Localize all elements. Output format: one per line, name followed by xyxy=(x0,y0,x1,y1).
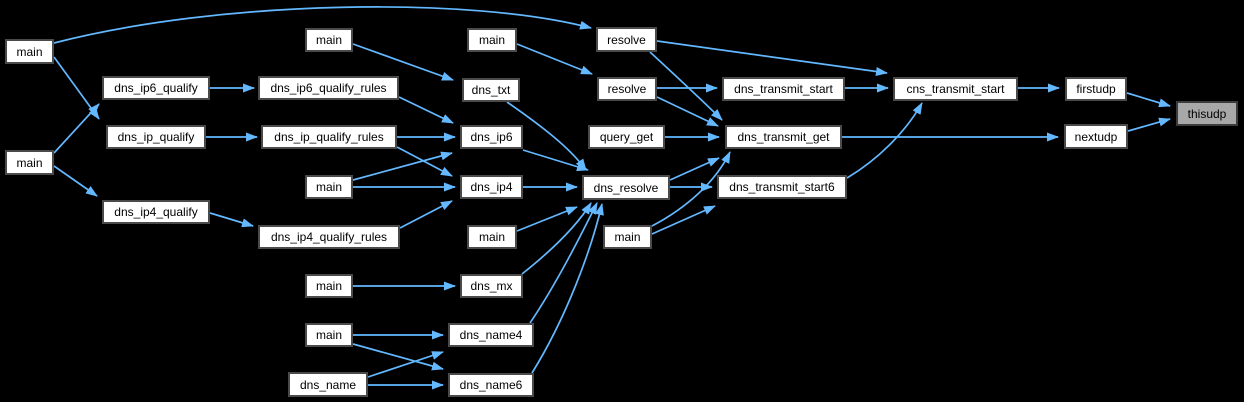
node-main-2[interactable]: main xyxy=(5,150,54,175)
edge-dns_name4-dns_resolve xyxy=(529,202,598,324)
node-dns-transmit-start[interactable]: dns_transmit_start xyxy=(722,77,845,101)
edge-dns_ip6-dns_resolve xyxy=(522,149,589,172)
node-resolve-2[interactable]: resolve xyxy=(597,77,657,101)
node-main-3[interactable]: main xyxy=(305,28,353,52)
node-main-8[interactable]: main xyxy=(467,225,517,249)
edge-dns_resolve-dns_transmit_get xyxy=(669,157,720,181)
edge-ip6rules-dns_ip6 xyxy=(398,96,454,124)
node-main-1[interactable]: main xyxy=(5,39,54,64)
edge-main9-dns_transmit_get xyxy=(651,151,731,227)
node-main-5[interactable]: main xyxy=(305,274,353,298)
node-dns-transmit-start6[interactable]: dns_transmit_start6 xyxy=(717,175,847,199)
edge-dns_mx-dns_resolve xyxy=(521,202,592,275)
node-firstudp[interactable]: firstudp xyxy=(1065,77,1127,101)
edge-main4-dns_ip6 xyxy=(352,151,453,181)
edge-main2-dns_ip6_qualify xyxy=(53,103,100,154)
edge-main1-resolve1 xyxy=(53,6,592,44)
edge-dns_name6-dns_resolve xyxy=(531,203,604,374)
node-dns-ip6-qualify[interactable]: dns_ip6_qualify xyxy=(102,76,210,100)
node-nextudp[interactable]: nextudp xyxy=(1064,124,1128,149)
node-dns-resolve[interactable]: dns_resolve xyxy=(582,175,670,200)
edge-resolve2-dns_transmit_get xyxy=(656,96,719,127)
node-dns-ip-qualify-rules[interactable]: dns_ip_qualify_rules xyxy=(261,125,397,149)
edge-dns_ip4_qualify-rules xyxy=(209,212,254,228)
edge-main7-resolve2 xyxy=(516,43,593,75)
edge-main9-dns_transmit_start6 xyxy=(651,205,716,235)
node-cns-transmit-start[interactable]: cns_transmit_start xyxy=(893,77,1018,101)
node-resolve-1[interactable]: resolve xyxy=(596,27,657,52)
edge-ip4rules-dns_ip4 xyxy=(399,200,453,229)
edge-dns_name-dns_name4 xyxy=(367,351,444,378)
edge-main2-dns_ip4_qualify xyxy=(53,165,98,197)
edge-start6-cns_transmit_start xyxy=(846,102,923,179)
edge-firstudp-thisudp xyxy=(1126,92,1171,108)
node-main-6[interactable]: main xyxy=(305,323,353,347)
node-main-7[interactable]: main xyxy=(467,28,517,52)
node-dns-transmit-get[interactable]: dns_transmit_get xyxy=(725,125,842,149)
edge-main6-dns_name6 xyxy=(352,343,444,371)
node-dns-mx[interactable]: dns_mx xyxy=(460,274,523,298)
node-query-get[interactable]: query_get xyxy=(588,125,665,149)
edge-resolve1-dns_transmit_get xyxy=(649,51,723,121)
node-main-4[interactable]: main xyxy=(305,175,353,199)
node-dns-ip6[interactable]: dns_ip6 xyxy=(460,125,523,149)
node-dns-ip6-qualify-rules[interactable]: dns_ip6_qualify_rules xyxy=(258,76,399,100)
node-dns-ip4[interactable]: dns_ip4 xyxy=(460,175,523,199)
edge-iprules-dns_ip4 xyxy=(396,146,453,177)
edge-main1-dns_ip_qualify xyxy=(53,56,100,120)
node-dns-name6[interactable]: dns_name6 xyxy=(448,373,534,397)
edge-main8-dns_resolve xyxy=(516,206,578,232)
node-main-9[interactable]: main xyxy=(603,225,652,249)
node-dns-name[interactable]: dns_name xyxy=(288,372,368,397)
node-dns-ip4-qualify[interactable]: dns_ip4_qualify xyxy=(102,200,210,224)
node-dns-ip4-qualify-rules[interactable]: dns_ip4_qualify_rules xyxy=(258,225,400,249)
edge-main3-dns_txt xyxy=(352,43,454,81)
edge-nextudp-thisudp xyxy=(1127,117,1171,132)
edge-resolve1-cns_transmit_start xyxy=(656,40,888,76)
node-thisudp: thisudp xyxy=(1176,101,1238,126)
node-dns-ip-qualify[interactable]: dns_ip_qualify xyxy=(106,125,206,149)
node-dns-txt[interactable]: dns_txt xyxy=(462,78,520,102)
node-dns-name4[interactable]: dns_name4 xyxy=(448,323,534,347)
